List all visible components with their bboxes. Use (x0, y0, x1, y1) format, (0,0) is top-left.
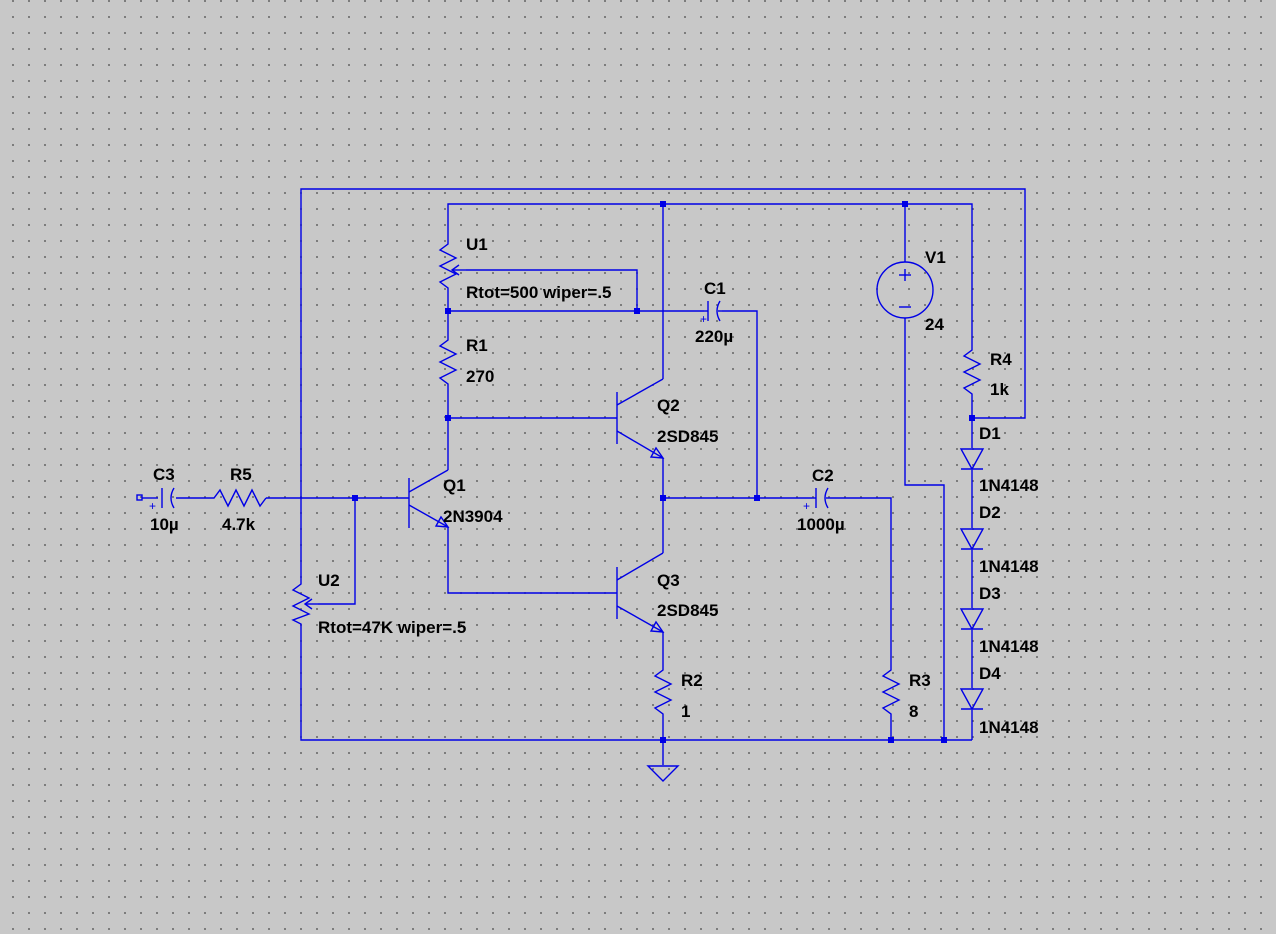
junction (445, 415, 451, 421)
wires (142, 188, 1026, 765)
d4-name-label: D4 (979, 664, 1001, 683)
junction (634, 308, 640, 314)
d3-value-label: 1N4148 (979, 637, 1039, 656)
q1-value-label: 2N3904 (443, 507, 503, 526)
junction (660, 495, 666, 501)
junctions (352, 201, 975, 743)
c3-name-label: C3 (153, 465, 175, 484)
q3-value-label: 2SD845 (657, 601, 718, 620)
d1-name-label: D1 (979, 424, 1001, 443)
r2-name-label: R2 (681, 671, 703, 690)
c3-plus-sign: + (149, 499, 156, 513)
wire-u1-wiper (466, 269, 638, 311)
ground-symbol[interactable] (646, 765, 680, 782)
r2-value-label: 1 (681, 702, 690, 721)
input-port[interactable] (136, 494, 143, 501)
wire-bottom-rail (300, 628, 972, 741)
wire-outer-loop (300, 188, 1026, 580)
wire-q1-emitter (447, 527, 617, 594)
u1-name-label: U1 (466, 235, 488, 254)
d2-name-label: D2 (979, 503, 1001, 522)
c3-value-label: 10µ (150, 515, 179, 534)
wire-u2-wiper (318, 498, 356, 605)
q2-name-label: Q2 (657, 396, 680, 415)
diode-d3[interactable] (959, 608, 985, 631)
q3-name-label: Q3 (657, 571, 680, 590)
junction (969, 415, 975, 421)
r1-name-label: R1 (466, 336, 488, 355)
junction (660, 201, 666, 207)
c2-plus-sign: + (803, 499, 810, 513)
resistor-r4[interactable] (962, 344, 982, 398)
capacitor-c2[interactable]: + (803, 487, 830, 513)
v1-value-label: 24 (925, 315, 944, 334)
resistor-r3[interactable] (881, 664, 901, 718)
r3-name-label: R3 (909, 671, 931, 690)
junction (352, 495, 358, 501)
wire-top-rail (447, 203, 973, 344)
d2-value-label: 1N4148 (979, 557, 1039, 576)
u2-value-label: Rtot=47K wiper=.5 (318, 618, 466, 637)
c2-value-label: 1000µ (797, 515, 845, 534)
resistor-r5[interactable] (210, 488, 267, 508)
u1-value-label: Rtot=500 wiper=.5 (466, 283, 612, 302)
capacitor-c3[interactable]: + (149, 487, 175, 513)
d1-value-label: 1N4148 (979, 476, 1039, 495)
voltage-source-v1[interactable] (876, 261, 934, 319)
wire-c1-to-output (722, 310, 758, 498)
wire-v1-minus (904, 318, 945, 740)
wire-c2-r3 (830, 497, 892, 664)
resistor-r1[interactable] (438, 332, 458, 398)
d4-value-label: 1N4148 (979, 718, 1039, 737)
c2-name-label: C2 (812, 466, 834, 485)
c1-name-label: C1 (704, 279, 726, 298)
junction (888, 737, 894, 743)
c1-value-label: 220µ (695, 327, 733, 346)
labels: C3 10µ R5 4.7k U1 Rtot=500 wiper=.5 R1 2… (150, 235, 1039, 737)
r5-value-label: 4.7k (222, 515, 256, 534)
junction (660, 737, 666, 743)
transistor-q2[interactable] (616, 378, 665, 459)
transistor-q1[interactable] (408, 469, 450, 528)
r4-value-label: 1k (990, 380, 1009, 399)
junction (754, 495, 760, 501)
potentiometer-u2[interactable] (291, 580, 318, 628)
c1-plus-sign: + (700, 312, 707, 326)
resistor-r2[interactable] (653, 664, 673, 718)
junction (445, 308, 451, 314)
diode-d4[interactable] (959, 688, 985, 711)
q2-value-label: 2SD845 (657, 427, 718, 446)
u2-name-label: U2 (318, 571, 340, 590)
r4-name-label: R4 (990, 350, 1012, 369)
transistor-q3[interactable] (616, 552, 665, 633)
r5-name-label: R5 (230, 465, 252, 484)
q1-name-label: Q1 (443, 476, 466, 495)
junction (941, 737, 947, 743)
diode-d2[interactable] (959, 528, 985, 551)
d3-name-label: D3 (979, 584, 1001, 603)
junction (902, 201, 908, 207)
v1-name-label: V1 (925, 248, 946, 267)
r1-value-label: 270 (466, 367, 494, 386)
potentiometer-u1[interactable] (438, 236, 466, 294)
diode-d1[interactable] (959, 448, 985, 471)
capacitor-c1[interactable]: + (700, 300, 722, 326)
r3-value-label: 8 (909, 702, 918, 721)
